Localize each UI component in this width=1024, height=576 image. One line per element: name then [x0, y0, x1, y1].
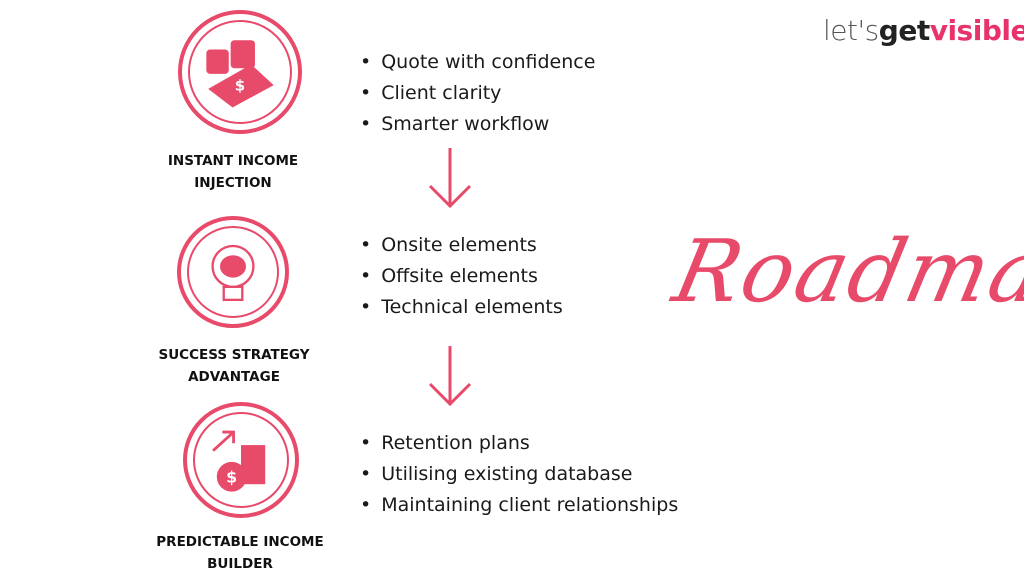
- logo-part: visible: [929, 14, 1024, 47]
- list-item: Retention plans: [360, 428, 678, 459]
- brain-lightbulb-icon: [177, 216, 289, 328]
- step-label: SUCCESS STRATEGY ADVANTAGE: [158, 347, 310, 385]
- roadmap-title: Roadmap: [665, 222, 1024, 322]
- list-item: Client clarity: [360, 78, 595, 109]
- step-label: PREDICTABLE INCOME BUILDER: [156, 534, 324, 572]
- arrow-down-icon: [428, 346, 472, 407]
- bullet-list: Retention plans Utilising existing datab…: [360, 428, 678, 521]
- list-item: Smarter workflow: [360, 109, 595, 140]
- logo-part: get: [878, 14, 930, 47]
- svg-text:$: $: [226, 467, 237, 486]
- svg-text:$: $: [235, 77, 245, 95]
- arrow-down-icon: [428, 148, 472, 209]
- list-item: Maintaining client relationships: [360, 490, 678, 521]
- list-item: Offsite elements: [360, 261, 563, 292]
- list-item: Technical elements: [360, 292, 563, 323]
- bullet-list: Quote with confidence Client clarity Sma…: [360, 47, 595, 140]
- growth-coins-icon: $: [183, 402, 299, 518]
- step-label: INSTANT INCOME INJECTION: [167, 153, 299, 191]
- list-item: Onsite elements: [360, 230, 563, 261]
- list-item: Utilising existing database: [360, 459, 678, 490]
- bullet-list: Onsite elements Offsite elements Technic…: [360, 230, 563, 323]
- money-coins-icon: $: [178, 10, 302, 134]
- list-item: Quote with confidence: [360, 47, 595, 78]
- logo: let'sgetvisible®: [823, 14, 1024, 47]
- logo-part: let's: [823, 14, 879, 47]
